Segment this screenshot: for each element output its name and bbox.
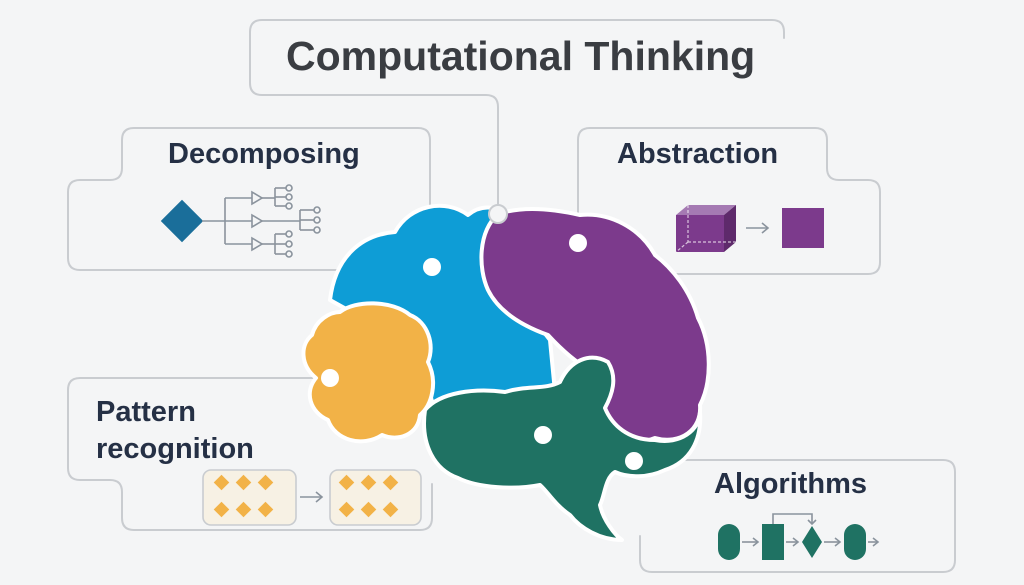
page-title: Computational Thinking (286, 33, 756, 79)
algorithms-frame (635, 459, 956, 573)
cube-to-square-icon (675, 205, 824, 253)
pattern-frame (67, 377, 433, 531)
brain-region-algorithms (422, 355, 703, 542)
title-frame (249, 19, 785, 96)
flowchart-icon (718, 513, 880, 560)
algorithms-label: Algorithms (714, 468, 868, 500)
decomposing-frame (67, 127, 431, 271)
abstraction-node (569, 234, 587, 252)
algorithms-node-1 (534, 426, 552, 444)
diamond-grid-icon (202, 469, 422, 526)
brain-region-pattern (301, 301, 436, 444)
branching-tree-icon (160, 184, 321, 258)
abstraction-frame (577, 127, 881, 275)
title-node (488, 204, 508, 224)
brain (301, 203, 711, 542)
pattern-recognition-label-line2: recognition (96, 433, 254, 465)
decomposing-label: Decomposing (168, 138, 360, 170)
title-connector (409, 94, 499, 211)
decomposing-node (423, 258, 441, 276)
abstraction-label: Abstraction (617, 138, 779, 170)
pattern-recognition-label-line1: Pattern (96, 396, 196, 428)
algorithms-node-2 (625, 452, 643, 470)
pattern-node (321, 369, 339, 387)
